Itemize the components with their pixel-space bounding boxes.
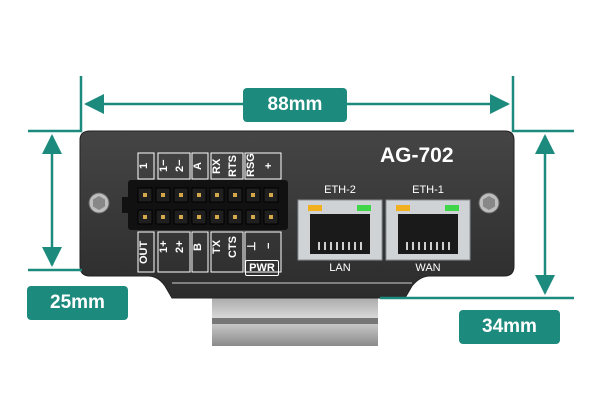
pin-label-top-4: A	[192, 162, 204, 170]
power-label: PWR	[245, 260, 279, 276]
terminal-pin-contact	[233, 193, 237, 197]
led-yellow-icon	[308, 205, 322, 211]
terminal-pin-contact	[215, 193, 219, 197]
pin-label-top-3: 2−	[174, 159, 186, 173]
terminal-pin-contact	[215, 215, 219, 219]
port-eth2-label: ETH-2	[324, 184, 356, 196]
port-lan-label: LAN	[329, 262, 351, 274]
din-rail-clip	[212, 290, 378, 346]
led-green-icon	[357, 205, 371, 211]
led-green-icon	[445, 205, 459, 211]
rj45-contact	[448, 242, 450, 250]
rj45-contact	[412, 242, 414, 250]
terminal-pin-contact	[161, 215, 165, 219]
model-label: AG-702	[380, 144, 454, 167]
pin-label-bottom-3: 2+	[174, 240, 186, 254]
rj45-contact	[342, 242, 344, 250]
rj45-contact	[436, 242, 438, 250]
pin-label-bottom-4: B	[192, 243, 204, 251]
rj45-contact	[418, 242, 420, 250]
port-contacts	[318, 242, 450, 250]
rj45-contact	[406, 242, 408, 250]
dimension-height-left-badge: 25mm	[27, 286, 128, 320]
terminal-pin-contact	[251, 193, 255, 197]
rj45-contact	[336, 242, 338, 250]
terminal-pin-contact	[143, 215, 147, 219]
led-yellow-icon	[396, 205, 410, 211]
rj45-contact	[430, 242, 432, 250]
pin-label-top-6: RTS	[227, 155, 239, 177]
pin-label-bottom-8: −	[263, 242, 275, 250]
pin-label-bottom-2: 1+	[158, 240, 170, 254]
ethernet-port-eth2[interactable]	[297, 199, 383, 261]
terminal-pin-contact	[161, 193, 165, 197]
terminal-pin-contact	[179, 193, 183, 197]
pin-label-top-7: RSG	[245, 153, 257, 177]
terminal-pin-contact	[269, 193, 273, 197]
terminal-pins	[137, 187, 279, 225]
terminal-pin-contact	[251, 215, 255, 219]
rj45-contact	[354, 242, 356, 250]
port-wan-label: WAN	[415, 262, 441, 274]
terminal-pin-contact	[179, 215, 183, 219]
pin-label-top-1: 1	[138, 162, 150, 170]
rj45-contact	[318, 242, 320, 250]
pin-label-bottom-6: CTS	[227, 236, 239, 258]
terminal-pin-contact	[197, 193, 201, 197]
terminal-pin-contact	[233, 215, 237, 219]
terminal-pin-contact	[143, 193, 147, 197]
dimension-height-right-badge: 34mm	[459, 310, 560, 344]
screw-left-icon	[88, 192, 110, 214]
rj45-contact	[348, 242, 350, 250]
dimension-width-badge: 88mm	[243, 88, 347, 122]
pin-label-top-2: 1−	[158, 159, 170, 173]
terminal-label-frames	[137, 152, 282, 273]
pin-label-bottom-5: TX	[211, 239, 223, 255]
ethernet-port-eth1[interactable]	[385, 199, 471, 261]
terminal-pin-contact	[197, 215, 201, 219]
dimension-height-right-line	[380, 129, 574, 300]
pin-label-bottom-7: ⊥	[246, 241, 258, 251]
dimension-height-left-line	[28, 129, 82, 272]
rj45-contact	[330, 242, 332, 250]
rj45-contact	[442, 242, 444, 250]
rj45-contact	[424, 242, 426, 250]
rj45-contact	[324, 242, 326, 250]
port-eth1-label: ETH-1	[412, 184, 444, 196]
pin-label-top-5: RX	[211, 158, 223, 174]
pin-label-bottom-1: OUT	[138, 240, 150, 264]
pin-label-top-8: +	[263, 162, 275, 170]
rj45-contact	[360, 242, 362, 250]
screw-right-icon	[478, 192, 500, 214]
terminal-pin-contact	[269, 215, 273, 219]
